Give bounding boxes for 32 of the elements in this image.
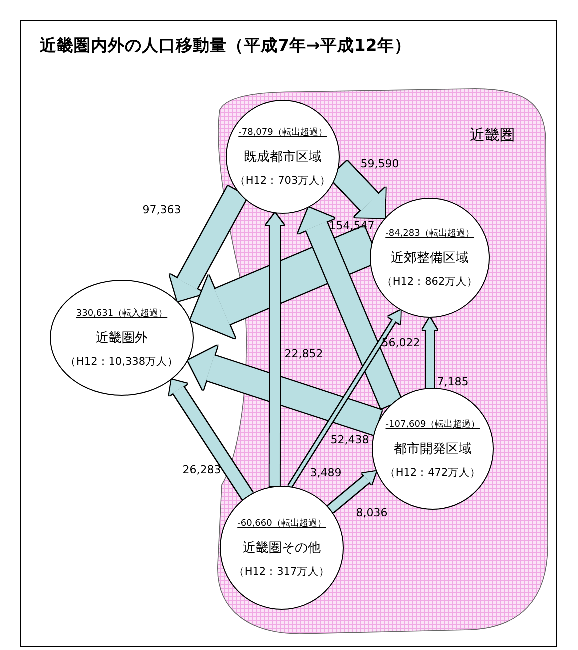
edge-label: 56,022	[382, 336, 420, 350]
region-label: 近畿圏	[470, 126, 515, 145]
area-name: 近畿圏外	[96, 330, 148, 347]
edge-label: 8,036	[356, 506, 388, 520]
flow-arrow	[422, 318, 438, 388]
area-name: 都市開発区域	[394, 441, 472, 458]
edge-label: 59,590	[360, 158, 400, 170]
population-note: （H12：317万人）	[234, 565, 330, 579]
net-migration-figure: 330,631（転入超過）	[76, 308, 168, 320]
edge-label: 7,185	[437, 376, 469, 388]
net-migration-figure: -60,660（転出超過）	[238, 518, 326, 530]
area-name: 近郊整備区域	[391, 250, 469, 267]
edge-label: 26,283	[182, 464, 222, 476]
net-migration-figure: -78,079（転出超過）	[238, 126, 328, 139]
flow-arrow	[170, 186, 248, 302]
flow-arrow	[298, 208, 402, 409]
flow-arrow	[288, 310, 401, 488]
flow-arrow	[169, 380, 253, 500]
area-name: 既成都市区域	[244, 149, 322, 166]
population-note: （H12：703万人）	[234, 174, 332, 188]
population-note: （H12：472万人）	[384, 466, 482, 480]
edge-label: 22,852	[284, 348, 324, 360]
net-migration-figure: -84,283（転出超過）	[386, 228, 474, 240]
edge-label: 3,489	[310, 466, 342, 480]
flow-arrow	[266, 213, 284, 486]
diagram-title: 近畿圏内外の人口移動量（平成7年→平成12年）	[40, 35, 412, 57]
population-note: （H12：10,338万人）	[66, 355, 178, 369]
net-migration-figure: -107,609（転出超過）	[386, 418, 480, 431]
area-name: 近畿圏その他	[243, 540, 321, 557]
edge-label: 52,438	[330, 434, 370, 446]
population-note: （H12：862万人）	[382, 275, 478, 289]
edge-label: 97,363	[142, 204, 182, 216]
